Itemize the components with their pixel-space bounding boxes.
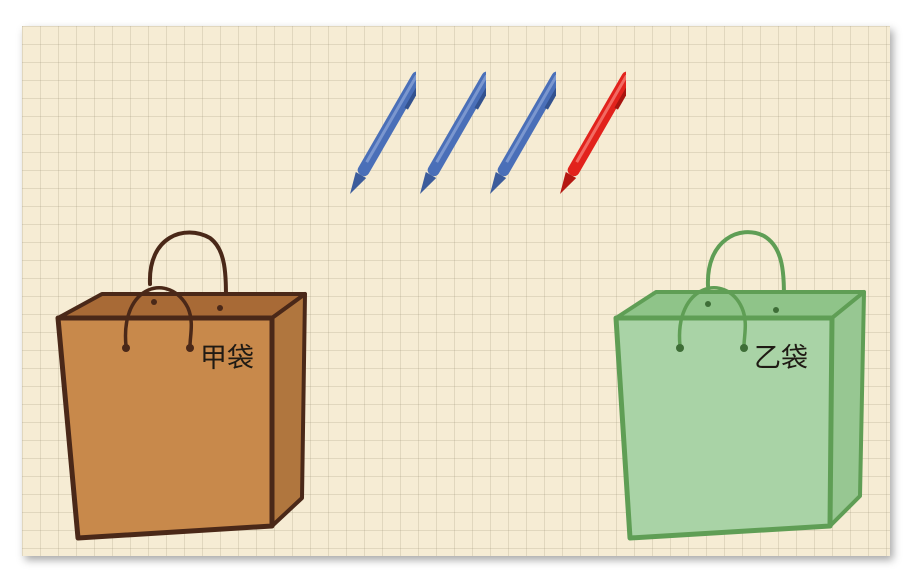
bag-a: 甲袋 xyxy=(50,226,315,546)
pen-icon xyxy=(490,71,556,194)
pen-icon xyxy=(560,71,626,194)
pen-group xyxy=(336,48,636,198)
red-pen xyxy=(546,48,626,198)
bag-b-label: 乙袋 xyxy=(754,343,808,374)
blue-pen-1 xyxy=(336,48,416,198)
blue-pen-3 xyxy=(476,48,556,198)
pen-icon xyxy=(350,71,416,194)
shopping-bag-icon xyxy=(55,230,307,541)
blue-pen-2 xyxy=(406,48,486,198)
bag-a-label: 甲袋 xyxy=(200,343,254,374)
bag-b: 乙袋 xyxy=(608,226,873,546)
shopping-bag-icon xyxy=(613,230,866,541)
pen-icon xyxy=(420,71,486,194)
